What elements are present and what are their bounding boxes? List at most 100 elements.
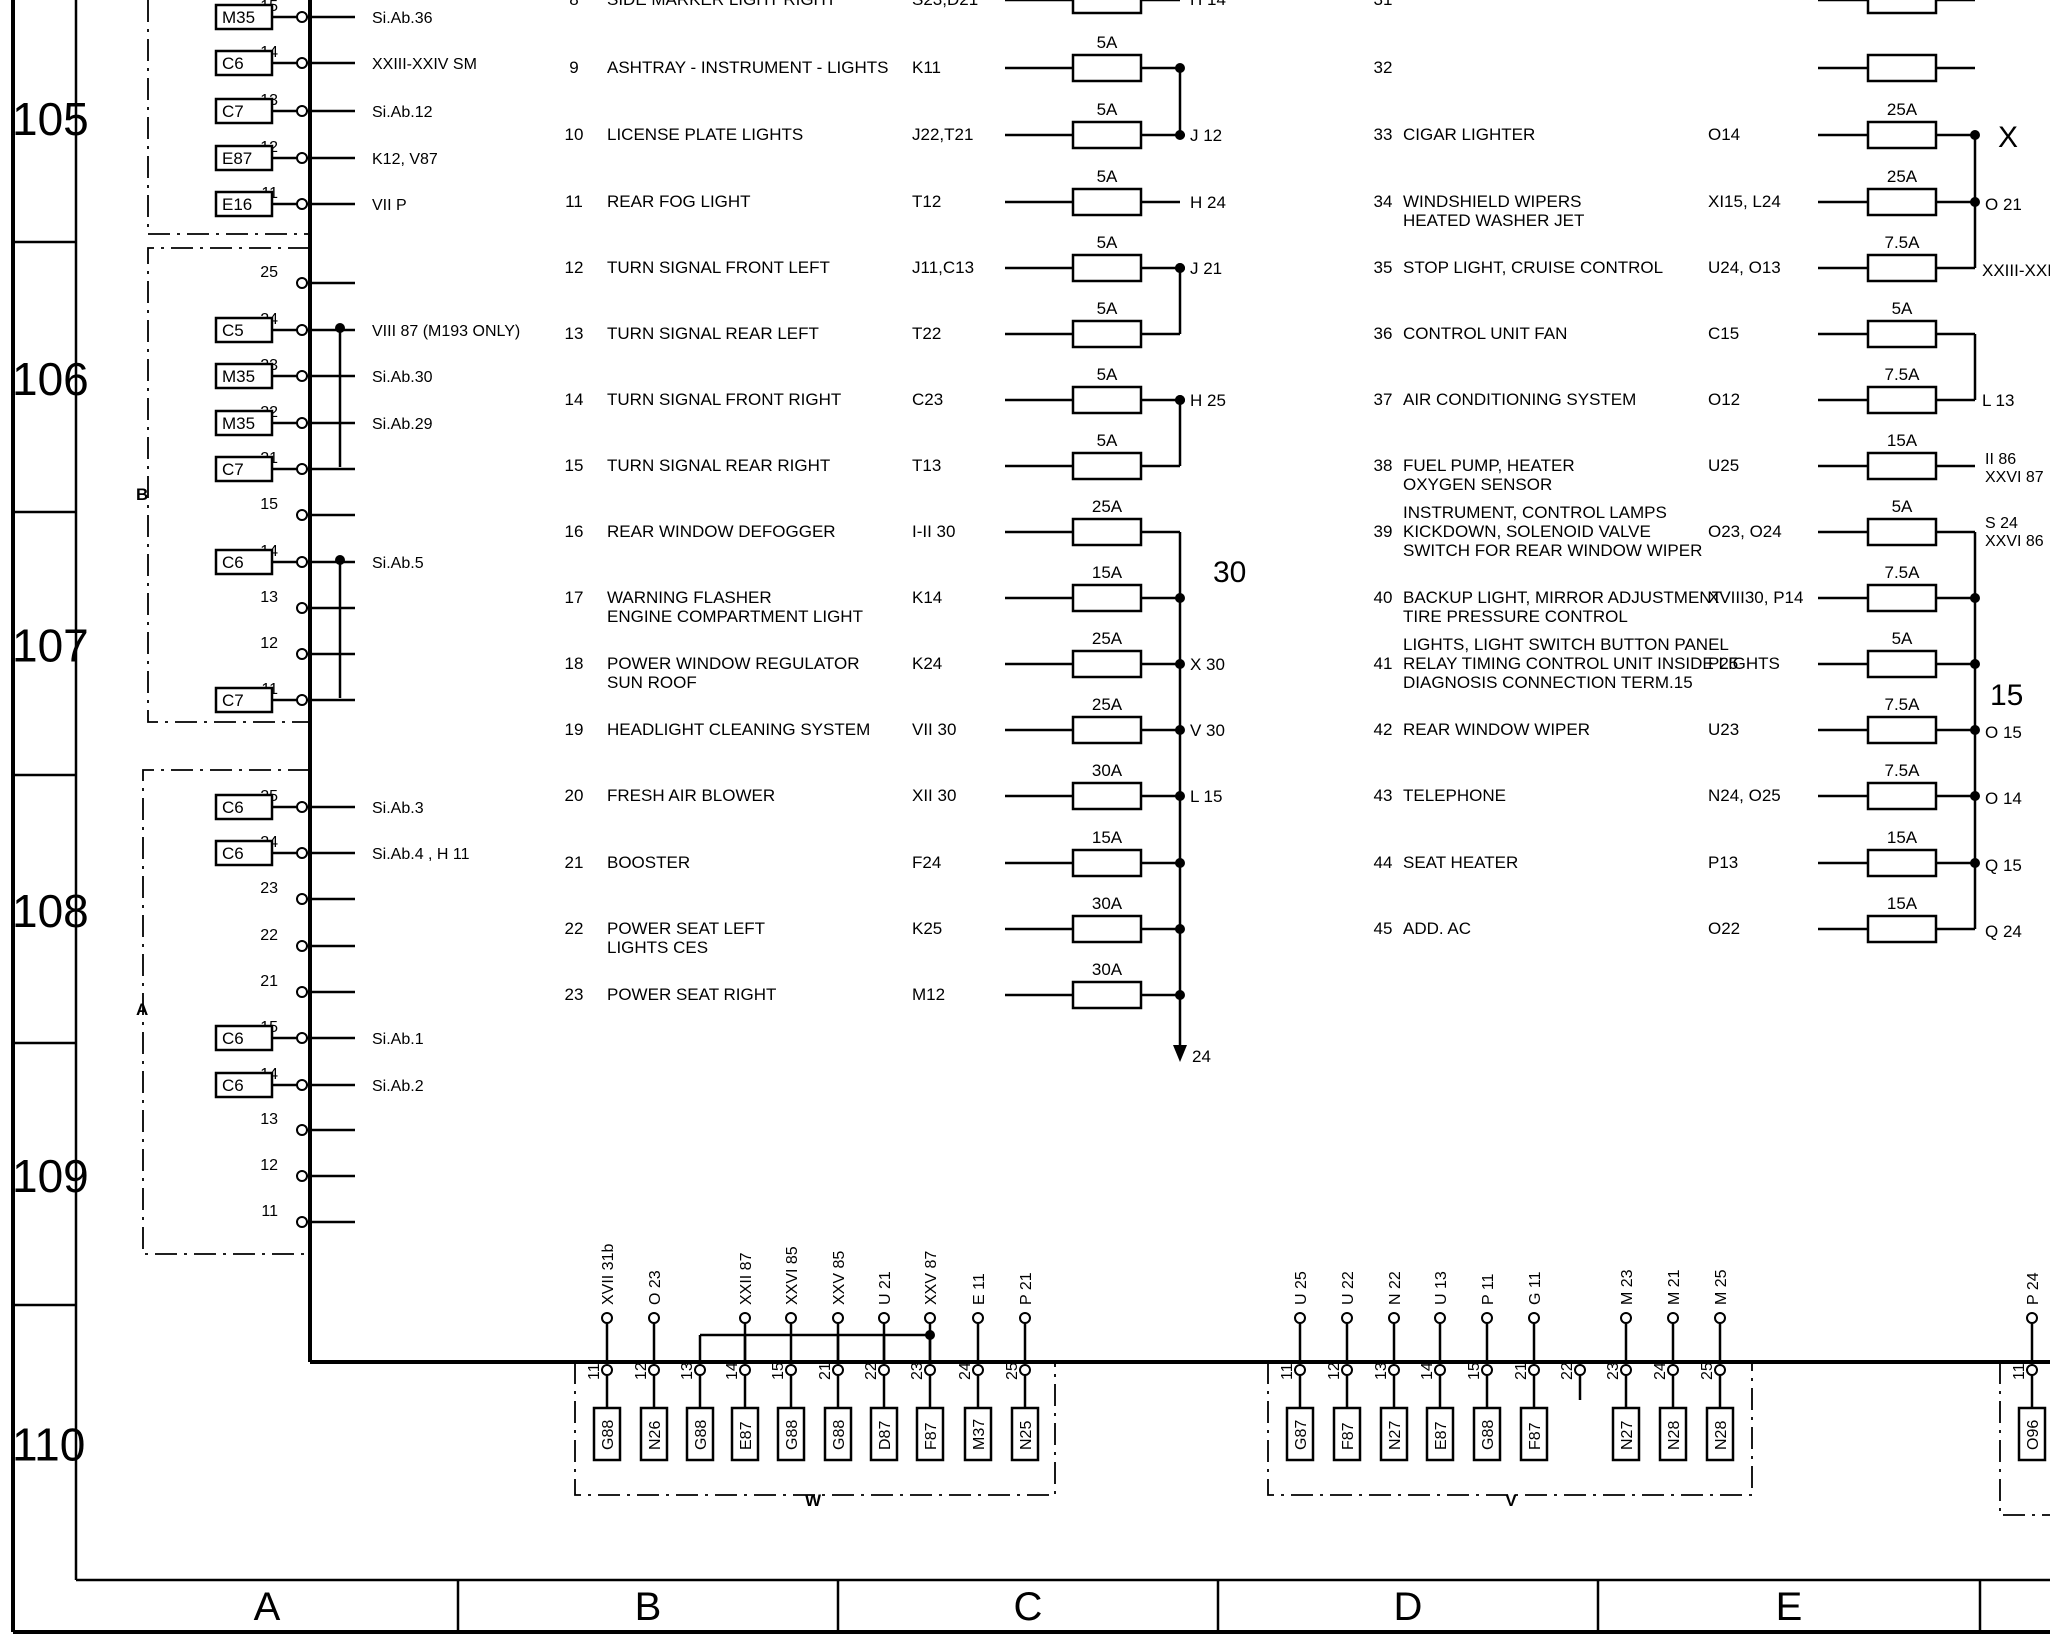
bus-30-end: 24	[1192, 1047, 1211, 1066]
fuse-circuit-name: CIGAR LIGHTER	[1403, 125, 1535, 144]
fuse-circuit-name: HEADLIGHT CLEANING SYSTEM	[607, 720, 870, 739]
pin-signal: XXVI 85	[784, 1246, 801, 1305]
fuse-location: S23,D21	[912, 0, 978, 9]
fuse-rating: 15A	[1887, 894, 1918, 913]
fuse-number: 35	[1374, 258, 1393, 277]
fuse-circuit-name-2: KICKDOWN, SOLENOID VALVE	[1403, 522, 1651, 541]
fuse-symbol	[1866, 120, 1938, 150]
fuse-rating: 7.5A	[1885, 761, 1921, 780]
junction-dot	[1970, 791, 1980, 801]
fuse-output-ref: X 30	[1190, 655, 1225, 674]
junction-dot	[1970, 725, 1980, 735]
pin-signal: P 11	[1480, 1273, 1497, 1305]
connector-code-box	[1611, 1406, 1641, 1462]
fuse-symbol	[1071, 451, 1143, 481]
fuse-location: K25	[912, 919, 942, 938]
fuse-rating: 5A	[1892, 299, 1913, 318]
fuse-location: K24	[912, 654, 942, 673]
fuse-location: O23, O24	[1708, 522, 1782, 541]
fuse-rating: 5A	[1097, 167, 1118, 186]
fuse-location: O12	[1708, 390, 1740, 409]
fuse-number: 38	[1374, 456, 1393, 475]
fuse-output-ref: H 14	[1190, 0, 1226, 9]
fuse-number: 45	[1374, 919, 1393, 938]
pin-signal: XVII 31b	[600, 1244, 617, 1305]
fuse-symbol	[1071, 120, 1143, 150]
pin-terminal	[296, 648, 308, 660]
row-marker-110: 110	[12, 1419, 85, 1471]
col-marker-E: E	[1776, 1585, 1803, 1629]
connector-code: N27	[1619, 1421, 1636, 1450]
group-label-a: A	[136, 1000, 148, 1019]
fuse-circuit-name-2: LIGHTS CES	[607, 938, 708, 957]
junction-dot	[1175, 593, 1185, 603]
fuse-number: 12	[565, 258, 584, 277]
pin-terminal	[296, 1079, 308, 1091]
pin-number: 23	[1605, 1362, 1622, 1380]
pin-terminal	[1434, 1364, 1446, 1376]
fuse-symbol	[1071, 319, 1143, 349]
connector-code: G87	[1293, 1420, 1310, 1450]
connector-code: G88	[600, 1420, 617, 1450]
pin-number: 13	[679, 1362, 696, 1380]
fuse-symbol	[1866, 914, 1938, 944]
pin-signal: U 25	[1293, 1271, 1310, 1305]
fuse-number: 18	[565, 654, 584, 673]
connector-code: C6	[222, 553, 244, 572]
fuse-circuit-name: INSTRUMENT, CONTROL LAMPS	[1403, 503, 1667, 522]
fuse-output-ref: H 24	[1190, 193, 1226, 212]
fuse-circuit-name: WARNING FLASHER	[607, 588, 772, 607]
connector-code: N28	[1666, 1421, 1683, 1450]
pin-terminal	[1481, 1312, 1493, 1324]
fuse-circuit-name: TELEPHONE	[1403, 786, 1506, 805]
pin-terminal	[1294, 1312, 1306, 1324]
pin-terminal	[296, 1216, 308, 1228]
fuse-symbol	[1071, 914, 1143, 944]
fuse-rating: 25A	[1092, 695, 1123, 714]
fuse-output-ref: V 30	[1190, 721, 1225, 740]
fuse-number: 33	[1374, 125, 1393, 144]
fuse-location: C15	[1708, 324, 1739, 343]
group-frame	[142, 769, 310, 1255]
fuse-symbol	[1866, 583, 1938, 613]
pin-number: 22	[863, 1362, 880, 1380]
fuse-output-ref: O 21	[1985, 195, 2022, 214]
pin-signal: M 25	[1713, 1269, 1730, 1305]
fuse-symbol	[1866, 715, 1938, 745]
pin-number: 21	[260, 973, 278, 990]
pin-number: 11	[586, 1363, 603, 1380]
connector-code-box	[685, 1406, 715, 1462]
pin-terminal	[1528, 1312, 1540, 1324]
fuse-location: U23	[1708, 720, 1739, 739]
fuse-symbol	[1071, 53, 1143, 83]
fuse-location: U24, O13	[1708, 258, 1781, 277]
connector-code: E16	[222, 195, 252, 214]
fuse-output-ref: Q 24	[1985, 922, 2022, 941]
junction-dot	[1175, 659, 1185, 669]
fuse-number: 32	[1374, 58, 1393, 77]
connector-code: E87	[222, 149, 252, 168]
pin-signal: P 21	[1018, 1272, 1035, 1305]
connector-code-box	[214, 1024, 274, 1052]
connector-code: G88	[693, 1420, 710, 1450]
fuse-circuit-name-3: DIAGNOSIS CONNECTION TERM.15	[1403, 673, 1693, 692]
fuse-number: 10	[565, 125, 584, 144]
fuse-output-ref: XXIII-XXIV	[1982, 261, 2050, 280]
pin-signal: N 22	[1387, 1271, 1404, 1305]
pin-terminal	[296, 152, 308, 164]
pin-signal: XXIII-XXIV SM	[372, 56, 477, 73]
connector-code: G88	[1480, 1420, 1497, 1450]
pin-terminal	[972, 1364, 984, 1376]
pin-terminal	[1714, 1312, 1726, 1324]
junction-dot	[1970, 659, 1980, 669]
fuse-rating: 30A	[1092, 761, 1123, 780]
connector-code: N26	[647, 1421, 664, 1450]
pin-terminal	[296, 277, 308, 289]
pin-signal: O 23	[647, 1270, 664, 1305]
fuse-circuit-name: TURN SIGNAL REAR RIGHT	[607, 456, 830, 475]
fuse-location: I-II 30	[912, 522, 955, 541]
fuse-circuit-name: ADD. AC	[1403, 919, 1471, 938]
pin-terminal	[1019, 1312, 1031, 1324]
fuse-location: XII 30	[912, 786, 956, 805]
connector-code: F87	[1340, 1422, 1357, 1450]
